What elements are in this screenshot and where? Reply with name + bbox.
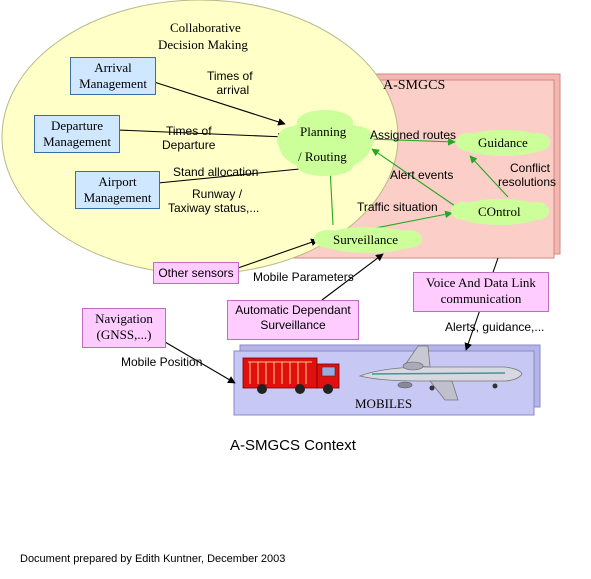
- ads-line1: Automatic Dependant: [235, 303, 351, 317]
- airplane-icon: [358, 345, 523, 401]
- mobile-position-label: Mobile Position: [121, 355, 203, 369]
- departure-line1: Departure: [51, 118, 103, 133]
- times-arrival-line1: Times of: [207, 69, 253, 83]
- control-cloud: [451, 199, 549, 225]
- arrow-departure-planning: [117, 129, 286, 141]
- arrow-control-planning: [371, 148, 456, 207]
- assigned-routes-label: Assigned routes: [370, 128, 457, 142]
- runway-status-label: Runway / Taxiway status,...: [168, 187, 259, 215]
- arrival-line2: Management: [79, 76, 147, 91]
- navigation-line1: Navigation: [95, 311, 153, 326]
- navigation-line2: (GNSS,...): [96, 327, 152, 342]
- mobile-parameters-label: Mobile Parameters: [253, 270, 354, 284]
- traffic-situation-label: Traffic situation: [357, 200, 438, 214]
- footer-credit: Document prepared by Edith Kuntner, Dece…: [20, 553, 286, 565]
- planning-node-line1: Planning: [300, 124, 347, 139]
- vdl-line2: communication: [440, 291, 522, 306]
- stand-allocation-label: Stand allocation: [173, 165, 259, 179]
- arrival-line1: Arrival: [94, 60, 132, 75]
- fire-truck-icon: [242, 357, 340, 394]
- ads-box: Automatic Dependant Surveillance: [227, 300, 359, 340]
- times-departure-line2: Departure: [162, 138, 216, 152]
- conflict-line2: resolutions: [498, 175, 557, 189]
- alerts-guidance-label: Alerts, guidance,...: [445, 320, 545, 334]
- arrival-management-box: Arrival Management: [70, 57, 156, 95]
- planning-cloud: [277, 110, 374, 176]
- cdm-title-line2: Decision Making: [158, 37, 248, 52]
- departure-management-box: Departure Management: [34, 115, 120, 153]
- times-arrival-label: Times of arrival: [207, 69, 253, 97]
- control-node: COntrol: [478, 204, 521, 219]
- arrow-planning-guidance: [367, 137, 456, 146]
- arrow-arrival-planning: [153, 81, 286, 126]
- runway-status-line1: Runway /: [192, 187, 243, 201]
- times-arrival-line2: arrival: [216, 83, 250, 97]
- ads-line2: Surveillance: [260, 318, 326, 332]
- planning-node-line2: / Routing: [298, 149, 347, 164]
- arrow-other-sensors-surveillance: [237, 238, 319, 269]
- times-departure-line1: Times of: [166, 124, 212, 138]
- airport-line2: Management: [83, 190, 152, 205]
- airport-management-box: Airport Management: [75, 171, 160, 209]
- alert-events-label: Alert events: [390, 168, 454, 182]
- diagram-title: A-SMGCS Context: [230, 437, 356, 454]
- surveillance-node: Surveillance: [333, 232, 398, 247]
- arrow-ads-surveillance: [321, 253, 384, 301]
- guidance-node: Guidance: [478, 135, 528, 150]
- times-departure-label: Times of Departure: [162, 124, 215, 152]
- arrow-control-guidance: [469, 155, 509, 198]
- runway-status-line2: Taxiway status,...: [168, 201, 260, 215]
- surveillance-cloud: [314, 227, 422, 253]
- vdl-box: Voice And Data Link communication: [413, 272, 549, 312]
- departure-line2: Management: [43, 134, 111, 149]
- navigation-box: Navigation (GNSS,...): [82, 308, 166, 348]
- airport-line1: Airport: [98, 174, 137, 189]
- conflict-resolutions-label: Conflict resolutions: [498, 161, 556, 189]
- conflict-line1: Conflict: [510, 161, 551, 175]
- guidance-cloud: [456, 130, 550, 156]
- asmgcs-label: A-SMGCS: [383, 78, 446, 93]
- mobiles-label: MOBILES: [355, 396, 413, 411]
- arrow-surveillance-planning: [326, 166, 335, 226]
- vdl-line1: Voice And Data Link: [426, 275, 536, 290]
- cdm-title-line1: Collaborative: [170, 20, 241, 35]
- arrow-navigation-mobiles: [164, 341, 236, 384]
- other-sensors-box: Other sensors: [153, 262, 239, 284]
